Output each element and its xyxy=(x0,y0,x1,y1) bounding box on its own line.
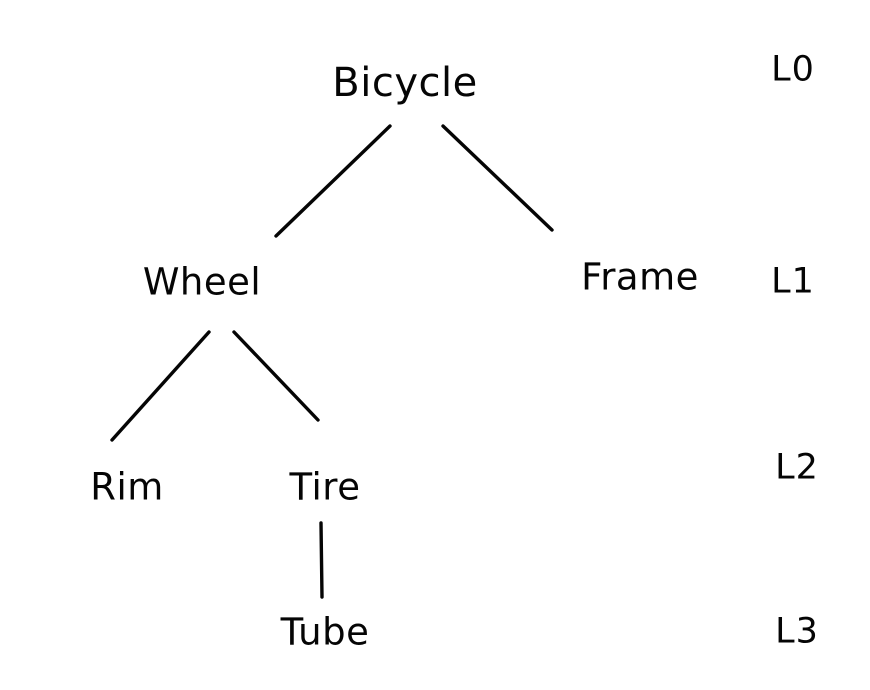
node-tire: Tire xyxy=(289,465,361,509)
node-wheel: Wheel xyxy=(142,260,262,304)
edge-bicycle-frame xyxy=(441,124,554,232)
level-label-l3: L3 xyxy=(775,611,819,652)
node-tube: Tube xyxy=(280,610,370,654)
edge-bicycle-wheel xyxy=(274,124,392,238)
level-label-l0: L0 xyxy=(771,49,815,90)
edge-wheel-tire xyxy=(232,330,320,422)
edge-tire-tube xyxy=(319,521,324,599)
node-frame: Frame xyxy=(581,255,699,299)
node-bicycle: Bicycle xyxy=(332,60,478,106)
level-label-l1: L1 xyxy=(771,261,815,302)
edge-wheel-rim xyxy=(110,330,211,442)
level-label-l2: L2 xyxy=(775,447,819,488)
node-rim: Rim xyxy=(90,465,164,509)
